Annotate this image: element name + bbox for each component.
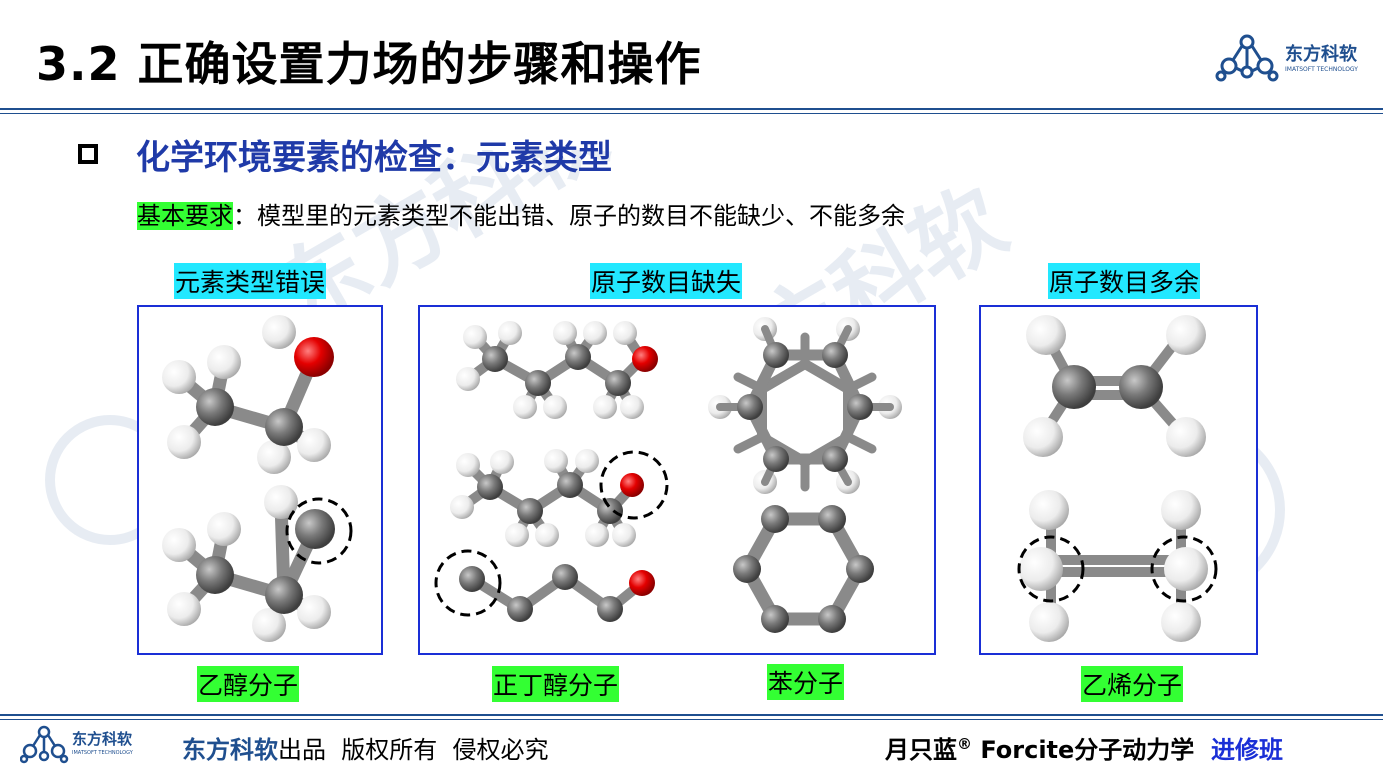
footer-brand-name: 东方科软	[182, 735, 278, 764]
panel-title-missing-atoms: 原子数目缺失	[590, 263, 743, 299]
footer-brand: 东方科软 IMATSOFT TECHNOLOGY 东方科软出品 版权所有 侵权必…	[20, 722, 620, 766]
caption-butanol: 正丁醇分子	[492, 666, 620, 702]
footer-logo-text: 东方科软	[72, 730, 133, 748]
footer-divider-thin	[0, 719, 1383, 720]
highlight-circle	[285, 497, 353, 565]
panel-ethanol	[137, 305, 383, 655]
registered-mark: ®	[957, 735, 972, 753]
company-logo: 东方科软 IMATSOFT TECHNOLOGY	[1215, 32, 1375, 82]
caption-benzene: 苯分子	[767, 664, 845, 700]
molecule-logo-icon	[20, 725, 69, 764]
butanol-benzene-diagram	[434, 317, 902, 633]
panel-butanol-benzene	[418, 305, 936, 655]
header-divider	[0, 108, 1383, 110]
caption-ethylene: 乙烯分子	[1081, 666, 1184, 702]
footer-divider	[0, 714, 1383, 716]
footer-notice: 出品 版权所有 侵权必究	[278, 736, 549, 764]
requirement-label: 基本要求	[137, 202, 233, 230]
footer-logo-subtext: IMATSOFT TECHNOLOGY	[72, 750, 133, 756]
ethylene-molecule-diagram	[1017, 315, 1218, 642]
section-heading: 化学环境要素的检查：元素类型	[136, 138, 612, 178]
course-suffix: 进修班	[1211, 736, 1284, 764]
molecule-logo-icon	[1215, 34, 1279, 82]
course-prefix: 月只蓝	[885, 736, 957, 764]
ethanol-molecule-diagram	[162, 315, 353, 642]
requirement-line: 基本要求：模型里的元素类型不能出错、原子的数目不能缺少、不能多余	[137, 196, 905, 231]
course-title: 月只蓝® Forcite分子动力学 进修班	[885, 730, 1283, 765]
copyright-notice: 东方科软出品 版权所有 侵权必究	[182, 730, 549, 765]
page-title: 3.2 正确设置力场的步骤和操作	[36, 37, 702, 91]
header-divider-thin	[0, 113, 1383, 114]
course-main: Forcite分子动力学	[972, 736, 1212, 764]
caption-ethanol: 乙醇分子	[197, 666, 300, 702]
panel-title-extra-atoms: 原子数目多余	[1048, 263, 1201, 299]
panel-title-element-error: 元素类型错误	[174, 263, 327, 299]
requirement-text: ：模型里的元素类型不能出错、原子的数目不能缺少、不能多余	[233, 202, 905, 230]
panel-ethylene	[979, 305, 1258, 655]
logo-subtext: IMATSOFT TECHNOLOGY	[1285, 66, 1358, 73]
square-bullet-icon	[78, 144, 98, 164]
logo-text: 东方科软	[1285, 44, 1357, 65]
